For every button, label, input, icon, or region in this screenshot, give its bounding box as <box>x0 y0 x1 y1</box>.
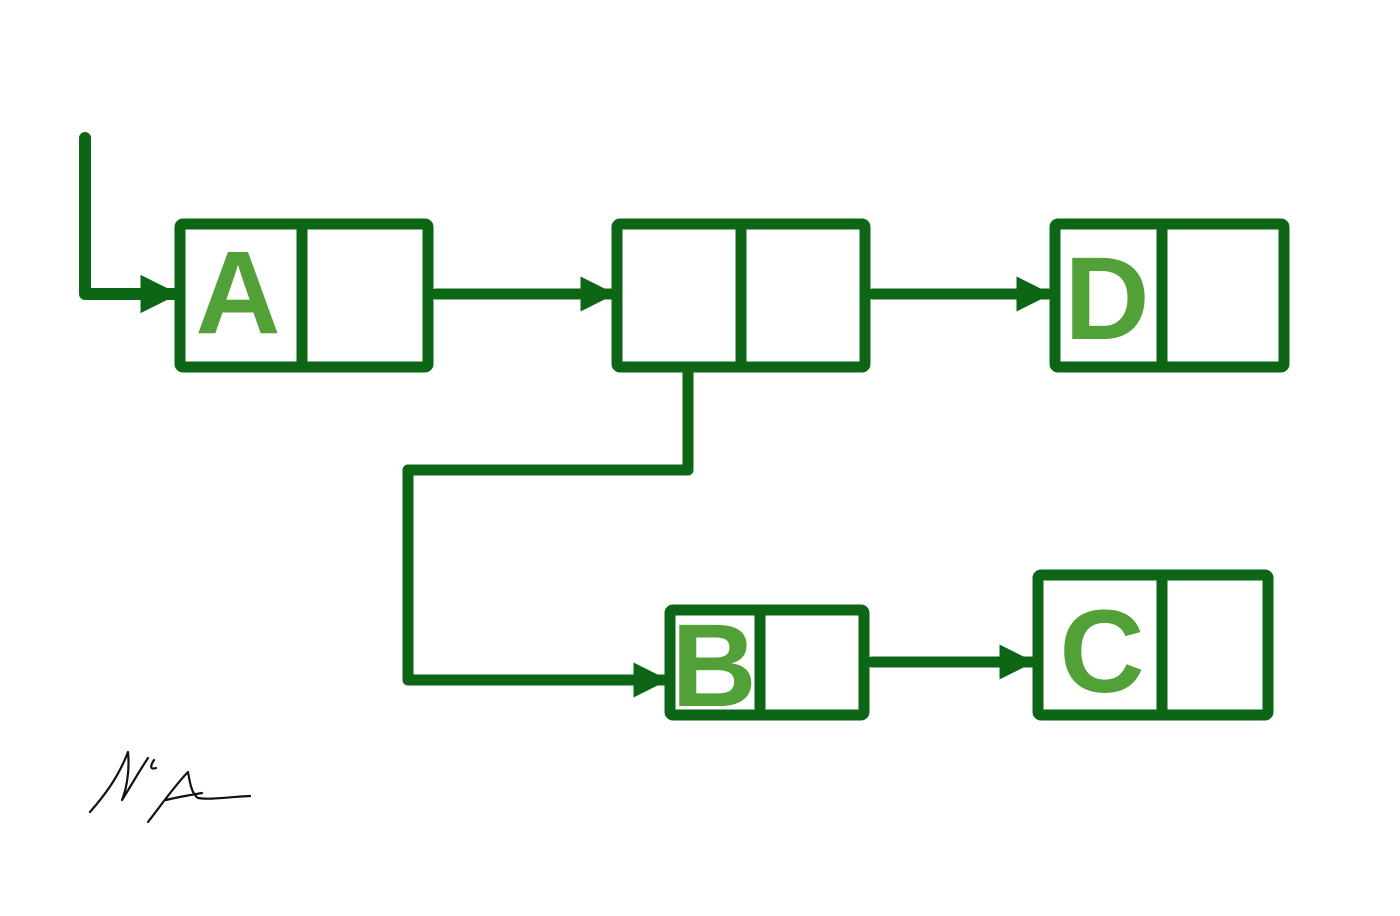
node-a-label: A <box>195 227 280 359</box>
node-a: A <box>174 218 434 373</box>
node-c: C <box>1032 569 1274 721</box>
node-d-label: D <box>1064 233 1149 365</box>
node-c-box <box>1032 569 1274 721</box>
node-b: B <box>664 600 870 732</box>
node-middle <box>611 218 871 373</box>
node-d-box <box>1049 218 1290 373</box>
arrow-middle-to-b <box>402 364 694 698</box>
head-pointer-arrow <box>79 132 181 314</box>
node-d: D <box>1049 218 1290 373</box>
node-b-box <box>664 604 870 721</box>
node-c-label: C <box>1059 586 1144 718</box>
node-b-label: B <box>671 600 756 732</box>
artist-signature <box>88 750 252 824</box>
